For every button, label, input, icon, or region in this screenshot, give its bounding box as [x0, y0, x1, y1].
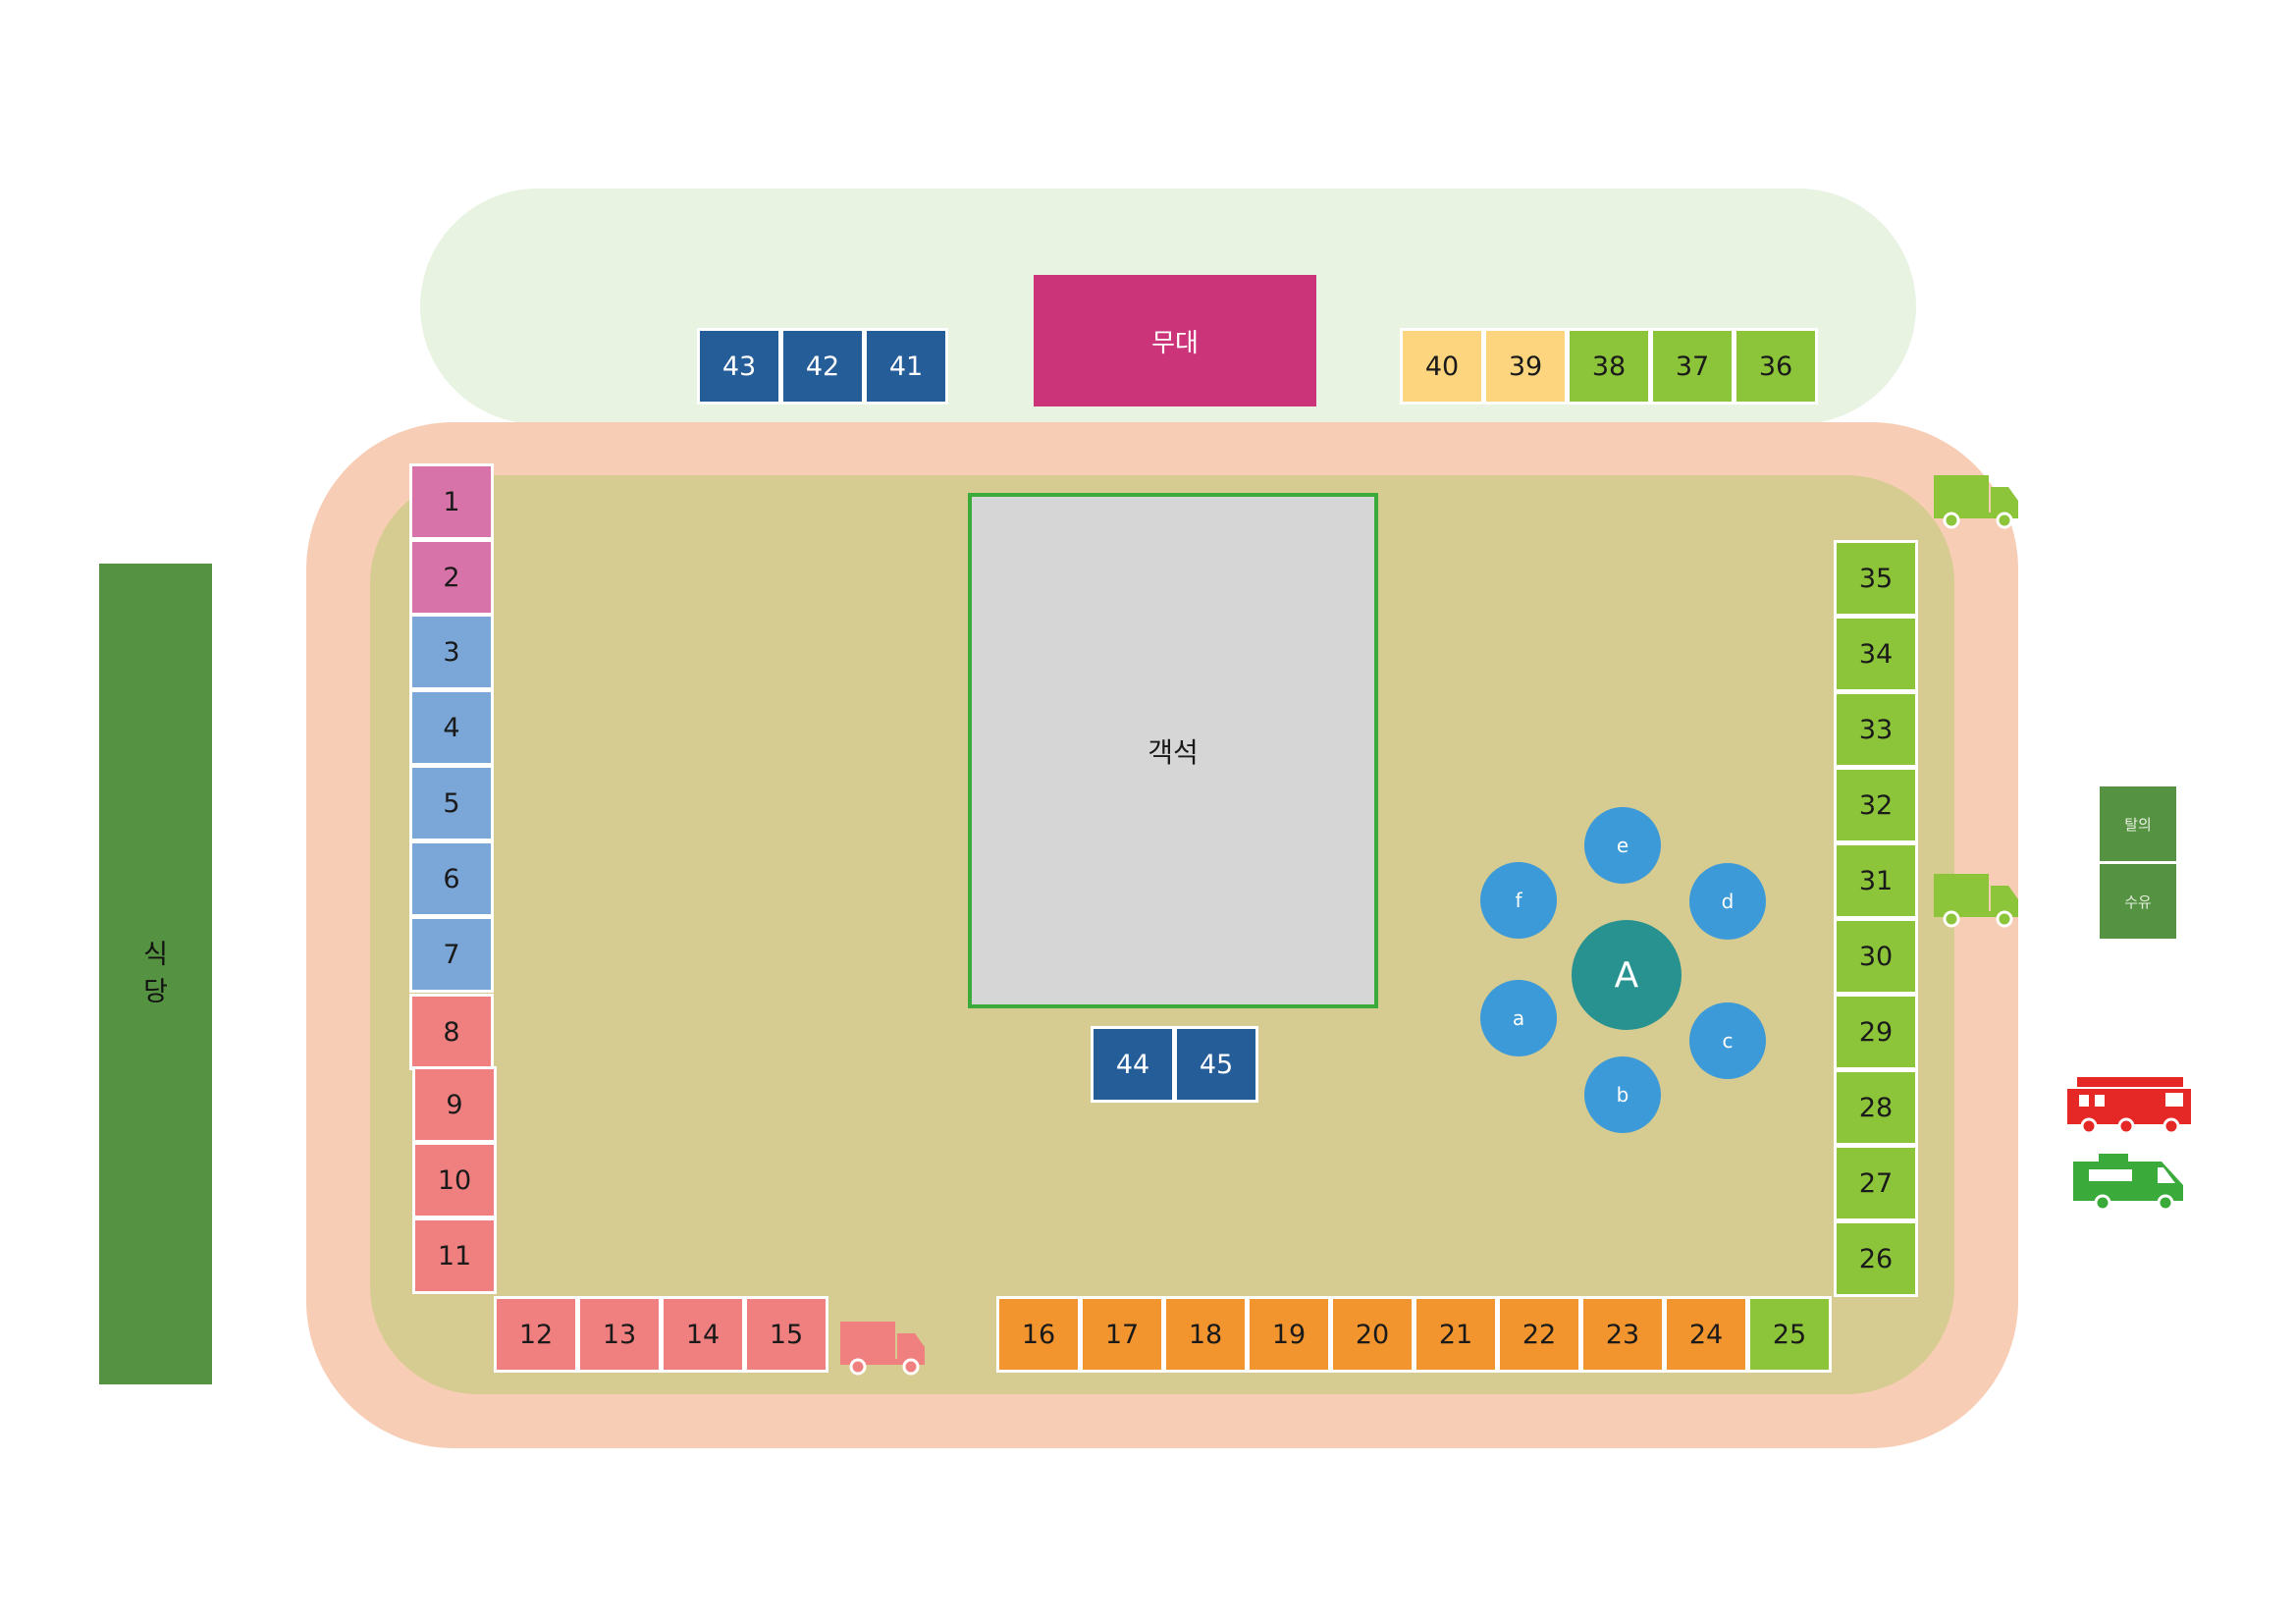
booth-27[interactable]: 27	[1834, 1145, 1918, 1221]
nursing-room[interactable]: 수유	[2100, 864, 2176, 939]
booth-4[interactable]: 4	[409, 689, 494, 766]
booth-44[interactable]: 44	[1091, 1026, 1175, 1103]
booth-28[interactable]: 28	[1834, 1069, 1918, 1146]
booth-35[interactable]: 35	[1834, 540, 1918, 617]
table-c[interactable]: c	[1689, 1002, 1766, 1079]
booth-24[interactable]: 24	[1664, 1296, 1748, 1373]
booth-16[interactable]: 16	[996, 1296, 1081, 1373]
booth-5[interactable]: 5	[409, 765, 494, 841]
booth-18[interactable]: 18	[1163, 1296, 1248, 1373]
booth-22[interactable]: 22	[1497, 1296, 1581, 1373]
booth-6[interactable]: 6	[409, 840, 494, 917]
booth-30[interactable]: 30	[1834, 918, 1918, 995]
booth-33[interactable]: 33	[1834, 691, 1918, 768]
cafeteria[interactable]: 식 당	[99, 564, 212, 1384]
booth-29[interactable]: 29	[1834, 994, 1918, 1070]
table-d[interactable]: d	[1689, 863, 1766, 940]
booth-19[interactable]: 19	[1247, 1296, 1331, 1373]
truck-icon	[1934, 475, 2018, 529]
booth-36[interactable]: 36	[1734, 328, 1818, 405]
booth-10[interactable]: 10	[412, 1142, 497, 1218]
booth-21[interactable]: 21	[1414, 1296, 1498, 1373]
booth-14[interactable]: 14	[661, 1296, 745, 1373]
stage[interactable]: 무대	[1034, 275, 1316, 406]
booth-43[interactable]: 43	[697, 328, 781, 405]
booth-7[interactable]: 7	[409, 916, 494, 993]
truck-icon	[1934, 874, 2018, 928]
booth-2[interactable]: 2	[409, 539, 494, 616]
booth-13[interactable]: 13	[577, 1296, 662, 1373]
booth-25[interactable]: 25	[1747, 1296, 1832, 1373]
booth-26[interactable]: 26	[1834, 1220, 1918, 1297]
booth-32[interactable]: 32	[1834, 767, 1918, 843]
table-e[interactable]: e	[1584, 807, 1661, 884]
fire-truck-icon	[2067, 1077, 2191, 1135]
booth-1[interactable]: 1	[409, 463, 494, 540]
center-area-a[interactable]: A	[1572, 920, 1682, 1030]
booth-3[interactable]: 3	[409, 614, 494, 690]
audience-seating[interactable]: 객석	[968, 493, 1378, 1008]
booth-45[interactable]: 45	[1174, 1026, 1258, 1103]
booth-34[interactable]: 34	[1834, 616, 1918, 692]
booth-23[interactable]: 23	[1580, 1296, 1665, 1373]
booth-40[interactable]: 40	[1400, 328, 1484, 405]
booth-17[interactable]: 17	[1080, 1296, 1164, 1373]
changing-room[interactable]: 탈의	[2100, 786, 2176, 861]
table-b[interactable]: b	[1584, 1056, 1661, 1133]
booth-12[interactable]: 12	[494, 1296, 578, 1373]
table-f[interactable]: f	[1480, 862, 1557, 939]
booth-42[interactable]: 42	[780, 328, 865, 405]
booth-15[interactable]: 15	[744, 1296, 828, 1373]
booth-20[interactable]: 20	[1330, 1296, 1415, 1373]
booth-38[interactable]: 38	[1567, 328, 1651, 405]
booth-37[interactable]: 37	[1650, 328, 1735, 405]
booth-41[interactable]: 41	[864, 328, 948, 405]
table-a[interactable]: a	[1480, 980, 1557, 1056]
booth-9[interactable]: 9	[412, 1066, 497, 1143]
booth-11[interactable]: 11	[412, 1217, 497, 1294]
booth-31[interactable]: 31	[1834, 842, 1918, 919]
booth-39[interactable]: 39	[1483, 328, 1568, 405]
ambulance-icon	[2073, 1154, 2183, 1212]
truck-icon	[840, 1322, 925, 1376]
booth-8[interactable]: 8	[409, 994, 494, 1070]
